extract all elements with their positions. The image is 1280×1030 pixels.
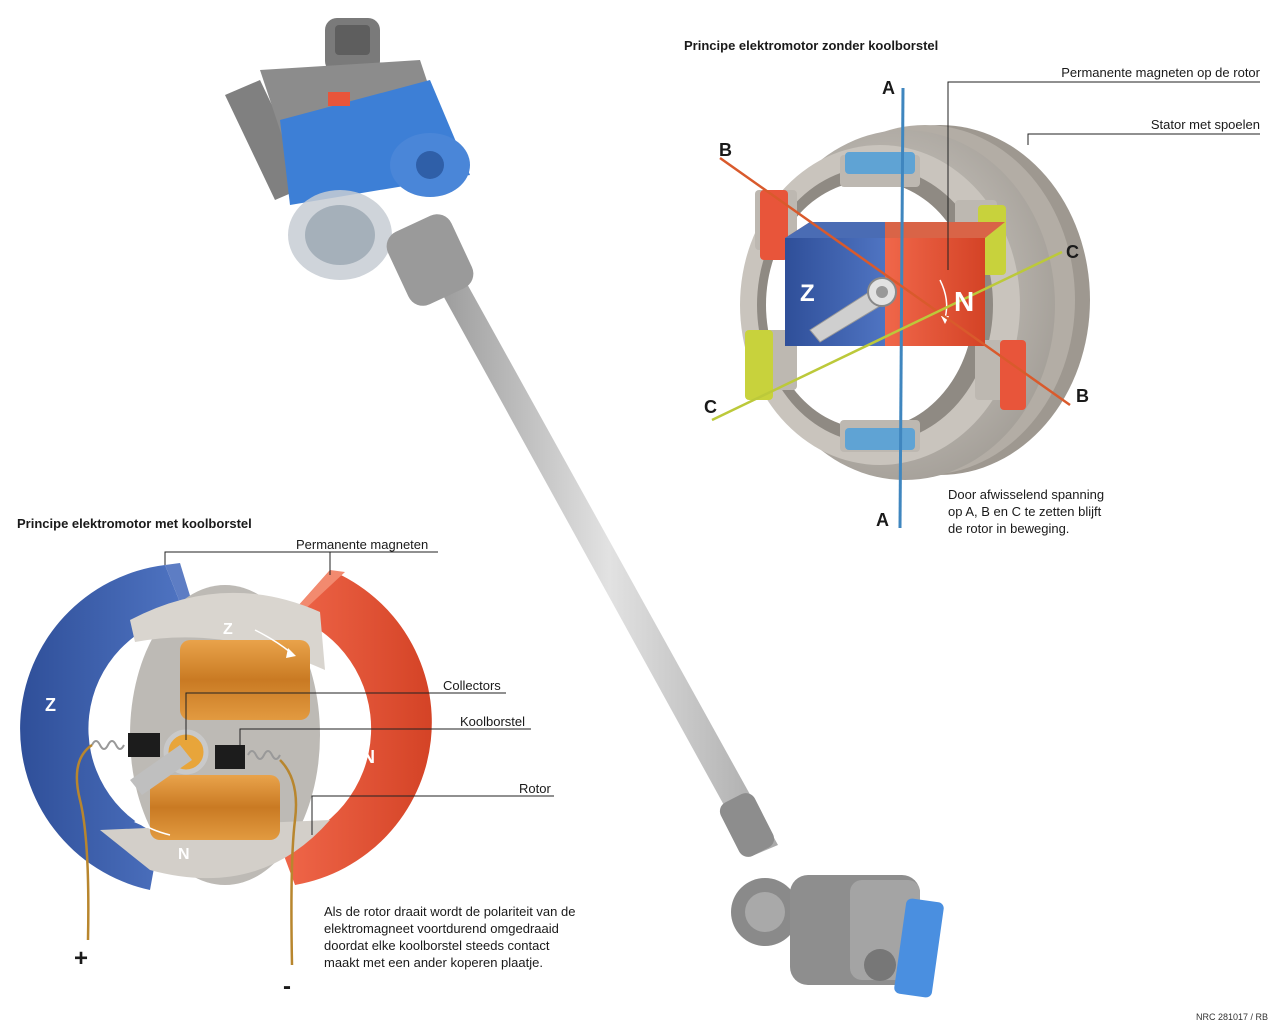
wire-a bbox=[898, 87, 905, 529]
leader-magnets bbox=[164, 551, 438, 565]
label-carbon-brush: Koolborstel bbox=[460, 714, 526, 729]
brushed-title: Principe elektromotor met koolborstel bbox=[17, 516, 252, 531]
coil-c-lower bbox=[745, 330, 773, 400]
brushless-title: Principe elektromotor zonder koolborstel bbox=[684, 38, 939, 53]
brushed-motor-illustration bbox=[20, 551, 554, 966]
rotor-pole-north-label: N bbox=[954, 286, 975, 317]
rotor-winding-bottom bbox=[150, 775, 280, 840]
label-permanent-magnets: Permanente magneten bbox=[296, 537, 429, 552]
terminal-minus: - bbox=[283, 973, 291, 1000]
brushless-note: Door afwisselend spanning op A, B en C t… bbox=[948, 487, 1105, 536]
rotor-winding-top bbox=[180, 640, 310, 720]
leader-collectors bbox=[185, 692, 506, 740]
carbon-brush-right bbox=[215, 745, 245, 769]
label-stator: Stator met spoelen bbox=[1150, 117, 1260, 132]
wire-plus bbox=[75, 743, 93, 941]
rotation-arrow bbox=[939, 279, 948, 319]
leader-stator bbox=[1027, 133, 1260, 145]
coil-b-upper bbox=[760, 190, 788, 260]
leader-rotor bbox=[311, 795, 554, 835]
permanent-magnet-south bbox=[20, 565, 185, 890]
vacuum-motor-body bbox=[225, 18, 474, 306]
magnet-north-label: N bbox=[362, 747, 375, 767]
magnet-south-label: Z bbox=[45, 695, 56, 715]
phase-c-left: C bbox=[704, 397, 717, 417]
wire-b bbox=[719, 156, 1071, 407]
brushed-note: Als de rotor draait wordt de polariteit … bbox=[324, 904, 576, 970]
coil-b-lower bbox=[1000, 340, 1026, 410]
vacuum-tube-joint bbox=[719, 793, 775, 857]
coil-a-bottom bbox=[845, 428, 915, 450]
phase-b-bottom: B bbox=[1076, 386, 1089, 406]
wire-c bbox=[711, 250, 1063, 422]
vacuum-floor-head bbox=[731, 875, 944, 998]
carbon-brush-left bbox=[128, 733, 160, 757]
brushless-motor-illustration bbox=[711, 81, 1260, 529]
phase-a-bottom: A bbox=[876, 510, 889, 530]
permanent-magnet-north bbox=[280, 570, 432, 885]
rotor-north-label: N bbox=[178, 846, 190, 863]
phase-b-top: B bbox=[719, 140, 732, 160]
wire-minus bbox=[279, 759, 298, 966]
credit: NRC 281017 / RB bbox=[1195, 1012, 1268, 1022]
rotor-shaft-brushed bbox=[130, 745, 192, 795]
label-collectors: Collectors bbox=[443, 678, 501, 693]
phase-a-top: A bbox=[882, 78, 895, 98]
label-rotor: Rotor bbox=[519, 781, 551, 796]
phase-c-right: C bbox=[1066, 242, 1079, 262]
vacuum-cleaner-illustration bbox=[225, 18, 944, 998]
label-rotor-magnets: Permanente magneten op de rotor bbox=[1061, 65, 1260, 80]
terminal-plus: + bbox=[74, 945, 89, 972]
leader-rotor-magnets bbox=[947, 81, 1260, 270]
rotor-south-label: Z bbox=[223, 621, 233, 638]
leader-brush bbox=[239, 728, 531, 745]
vacuum-tube bbox=[440, 282, 778, 856]
coil-a-top bbox=[845, 152, 915, 174]
rotor-pole-south-label: Z bbox=[800, 280, 815, 307]
